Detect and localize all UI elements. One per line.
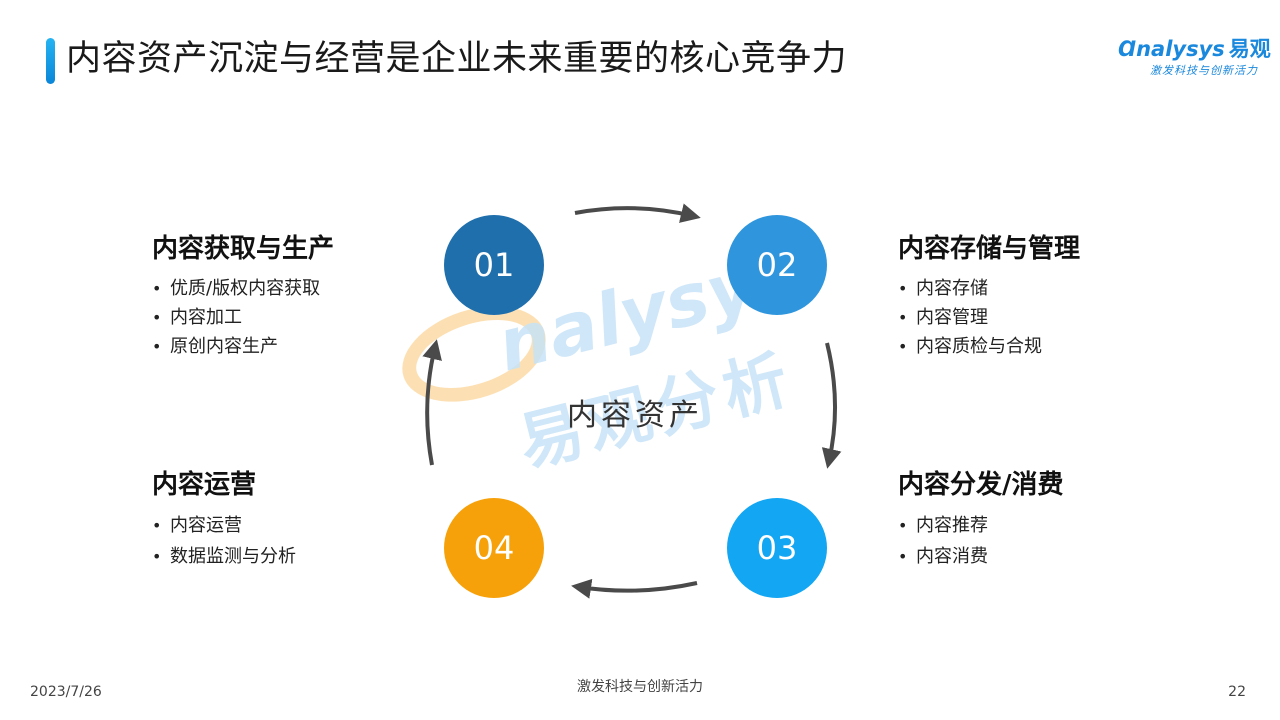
arrow-01-to-02 xyxy=(574,203,701,223)
list-item: 内容运营 xyxy=(152,510,296,541)
section-title: 内容运营 xyxy=(152,470,257,500)
section-title: 内容存储与管理 xyxy=(898,234,1081,264)
section-acquisition: 内容获取与生产 优质/版权内容获取 内容加工 原创内容生产 xyxy=(152,232,334,361)
footer-slogan: 激发科技与创新活力 xyxy=(577,679,703,695)
page-number: 22 xyxy=(1228,684,1246,700)
node-01-circle: 01 xyxy=(444,215,544,315)
logo-slogan: 激发科技与创新活力 xyxy=(1150,64,1258,77)
logo-o-icon: Ɑ xyxy=(1118,37,1137,61)
section-title: 内容分发/消费 xyxy=(898,470,1064,500)
node-03-circle: 03 xyxy=(727,498,827,598)
node-02-circle: 02 xyxy=(727,215,827,315)
node-04-circle: 04 xyxy=(444,498,544,598)
list-item: 内容管理 xyxy=(898,303,1080,332)
list-item: 优质/版权内容获取 xyxy=(152,274,334,303)
page-title: 内容资产沉淀与经营是企业未来重要的核心竞争力 xyxy=(66,39,848,79)
arrow-03-to-04 xyxy=(571,578,698,599)
section-distribution: 内容分发/消费 内容推荐 内容消费 xyxy=(898,468,1064,572)
list-item: 内容质检与合规 xyxy=(898,332,1080,361)
list-item: 原创内容生产 xyxy=(152,332,334,361)
section-storage: 内容存储与管理 内容存储 内容管理 内容质检与合规 xyxy=(898,232,1080,361)
list-item: 内容加工 xyxy=(152,303,334,332)
logo-brand-cn: 易观 xyxy=(1228,37,1271,61)
footer-date: 2023/7/26 xyxy=(30,684,102,700)
section-title: 内容获取与生产 xyxy=(152,234,335,264)
logo-brand: nalysys xyxy=(1136,37,1225,61)
title-accent-bar xyxy=(46,38,55,84)
center-label: 内容资产 xyxy=(567,398,703,433)
section-operation: 内容运营 内容运营 数据监测与分析 xyxy=(152,468,296,572)
list-item: 内容消费 xyxy=(898,541,1064,572)
arrow-02-to-03 xyxy=(821,342,842,469)
list-item: 内容存储 xyxy=(898,274,1080,303)
list-item: 内容推荐 xyxy=(898,510,1064,541)
arrow-04-to-01 xyxy=(422,339,442,466)
list-item: 数据监测与分析 xyxy=(152,541,296,572)
